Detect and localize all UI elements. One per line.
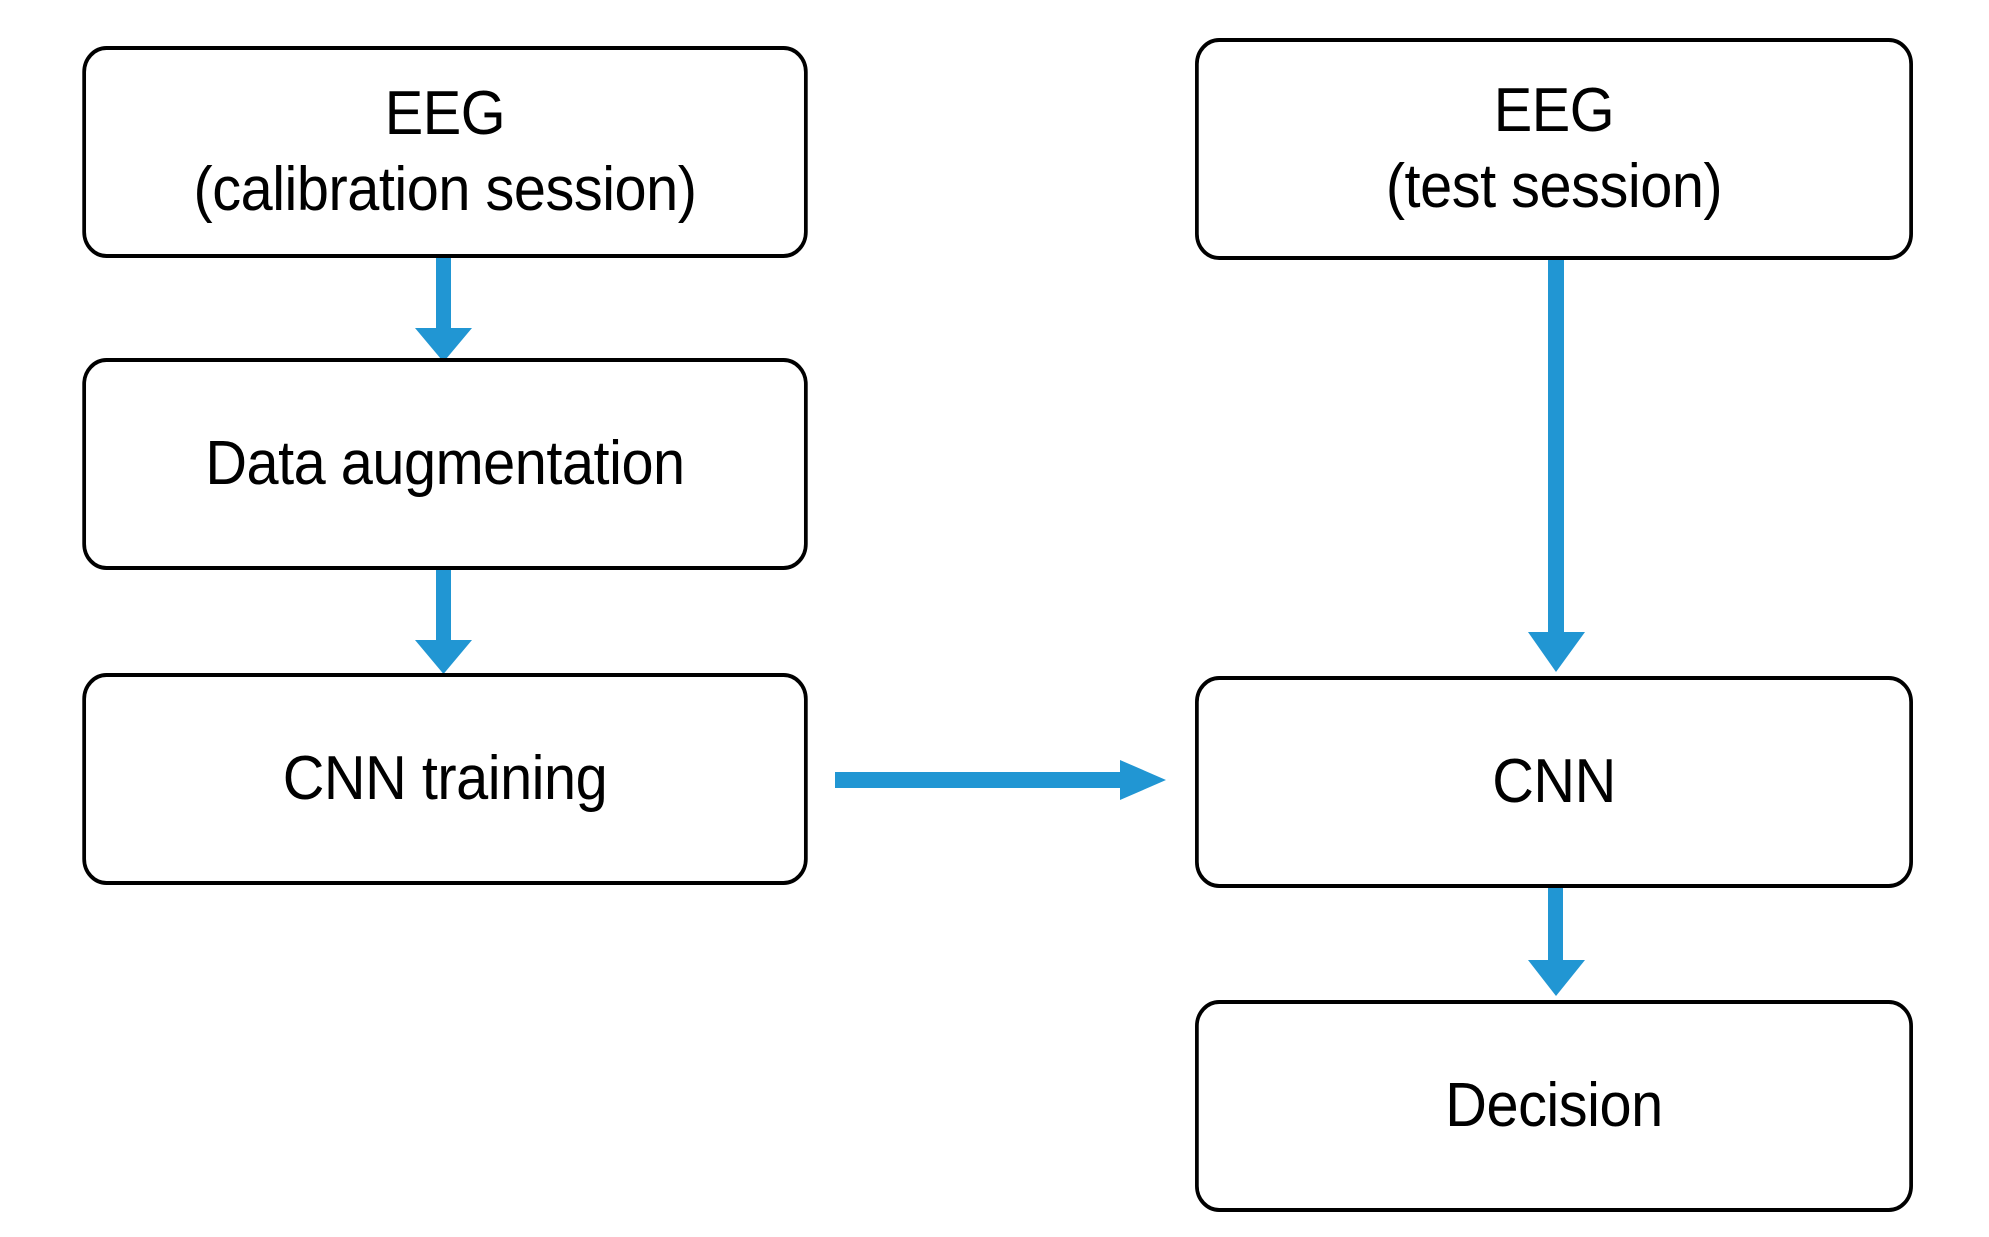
node-decision-line1: Decision	[1445, 1071, 1663, 1141]
node-eeg-test-line1: EEG	[1493, 76, 1615, 146]
node-data-augmentation[interactable]: Data augmentation	[82, 358, 808, 570]
arrow-test-to-cnn	[1528, 260, 1585, 672]
node-cnn-line1: CNN	[1492, 747, 1616, 817]
node-cnn-training-line1: CNN training	[282, 744, 608, 814]
node-cnn[interactable]: CNN	[1195, 676, 1913, 888]
arrow-cnn-training-to-cnn	[835, 760, 1166, 800]
node-decision[interactable]: Decision	[1195, 1000, 1913, 1212]
node-eeg-calibration-line2: (calibration session)	[193, 155, 697, 224]
node-eeg-calibration-line1: EEG	[384, 79, 506, 149]
node-eeg-test[interactable]: EEG (test session)	[1195, 38, 1913, 260]
node-cnn-training[interactable]: CNN training	[82, 673, 808, 885]
arrow-augmentation-to-cnn-training	[415, 570, 472, 674]
node-eeg-calibration[interactable]: EEG (calibration session)	[82, 46, 808, 258]
arrow-calibration-to-augmentation	[415, 258, 472, 362]
node-eeg-test-line2: (test session)	[1385, 152, 1723, 221]
node-data-augmentation-line1: Data augmentation	[205, 429, 685, 499]
arrow-cnn-to-decision	[1528, 888, 1585, 996]
